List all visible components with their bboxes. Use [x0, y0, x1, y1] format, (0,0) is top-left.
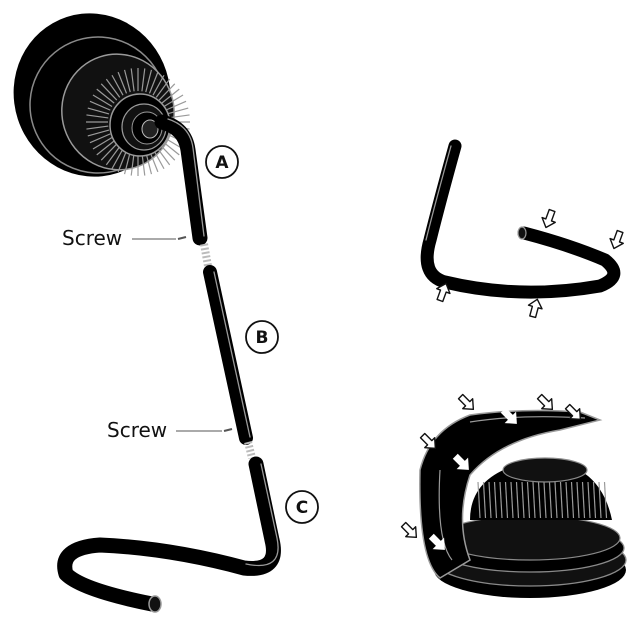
solid-arrow-icon	[452, 453, 469, 470]
body-fin	[504, 481, 509, 519]
joint-connector-ab	[200, 243, 212, 267]
body-fin	[554, 481, 558, 519]
solid-arrow-icon	[428, 533, 445, 550]
body-fin	[581, 481, 586, 519]
bracket-arrows	[400, 393, 582, 550]
hollow-arrow-icon	[400, 521, 418, 539]
callout-a-letter: A	[215, 153, 229, 173]
grille-fin	[87, 129, 110, 137]
body-fin	[521, 481, 525, 519]
grille-fin	[152, 74, 165, 96]
grille-fin	[123, 151, 131, 175]
grille-fin	[96, 140, 115, 156]
body-fin	[493, 481, 498, 519]
grille-fin	[117, 150, 128, 173]
grille-fin	[111, 74, 124, 96]
grille-fin	[111, 148, 124, 170]
grille-fin	[163, 94, 184, 108]
base-curve-arrows	[436, 208, 624, 319]
callout-b-letter: B	[256, 328, 269, 348]
grille-fin	[89, 133, 111, 144]
pole-segment-b	[203, 265, 253, 445]
body-fin	[598, 481, 602, 519]
grille-fin	[105, 146, 121, 166]
body-fin	[510, 481, 514, 519]
grille-fin	[148, 71, 159, 94]
grille-fin	[123, 69, 131, 93]
joint-connector-bc	[244, 441, 256, 459]
grille-fin	[158, 83, 176, 101]
screw-upper: Screw	[62, 226, 187, 250]
grille-fin	[86, 125, 109, 130]
grille-fin	[87, 107, 110, 115]
callout-c-letter: C	[296, 498, 308, 518]
fan-body-fins	[477, 481, 608, 519]
hollow-arrow-icon	[609, 229, 624, 250]
fan-bracket-detail	[419, 409, 627, 598]
pole-segment-a	[154, 114, 208, 246]
grille-fin	[117, 71, 128, 94]
pole-segment-c-base	[57, 456, 281, 613]
hollow-arrow-icon	[541, 208, 556, 229]
body-fin	[559, 481, 564, 519]
grille-fin	[145, 69, 153, 93]
callout-b: B	[245, 320, 279, 354]
grille-fin	[100, 143, 118, 161]
body-fin	[587, 481, 591, 519]
grille-fin	[89, 100, 111, 111]
body-fin	[526, 481, 531, 519]
grille-fin	[130, 152, 135, 176]
grille-fin	[92, 136, 113, 150]
grille-fin	[96, 88, 115, 104]
hollow-arrow-icon	[564, 403, 582, 421]
grille-fin	[141, 68, 146, 92]
screw-lower-icon	[223, 428, 233, 432]
body-fin	[532, 481, 536, 519]
callout-a: A	[205, 145, 239, 179]
grille-fin	[166, 107, 189, 115]
hollow-arrow-icon	[436, 282, 451, 303]
body-fin	[477, 481, 481, 519]
hollow-arrow-icon	[457, 393, 475, 411]
grille-fin	[105, 78, 121, 98]
body-fin	[543, 481, 547, 519]
grille-fin	[86, 114, 109, 119]
fan-head	[13, 13, 190, 177]
callout-c: C	[285, 490, 319, 524]
grille-fin	[100, 83, 118, 101]
grille-fin	[92, 94, 113, 108]
hollow-arrow-icon	[419, 432, 437, 450]
body-fin	[515, 481, 520, 519]
grille-fin	[130, 68, 135, 92]
body-fin	[548, 481, 553, 519]
screw-lower: Screw	[107, 418, 233, 442]
solid-arrow-icon	[500, 407, 517, 424]
base-curve-detail	[420, 139, 621, 299]
body-fin	[537, 481, 542, 519]
screw-upper-label: Screw	[62, 226, 122, 250]
body-fin	[488, 481, 492, 519]
screw-upper-icon	[177, 236, 187, 240]
grille-fin	[165, 100, 187, 111]
screw-lower-label: Screw	[107, 418, 167, 442]
body-fin	[570, 481, 575, 519]
body-fin	[603, 481, 608, 519]
grille-fin	[155, 78, 171, 98]
body-fin	[565, 481, 569, 519]
hollow-arrow-icon	[536, 393, 554, 411]
body-fin	[482, 481, 487, 519]
hollow-arrow-icon	[527, 298, 543, 319]
body-fin	[499, 481, 503, 519]
grille-fin	[161, 88, 180, 104]
body-fin	[592, 481, 597, 519]
body-fin	[576, 481, 580, 519]
